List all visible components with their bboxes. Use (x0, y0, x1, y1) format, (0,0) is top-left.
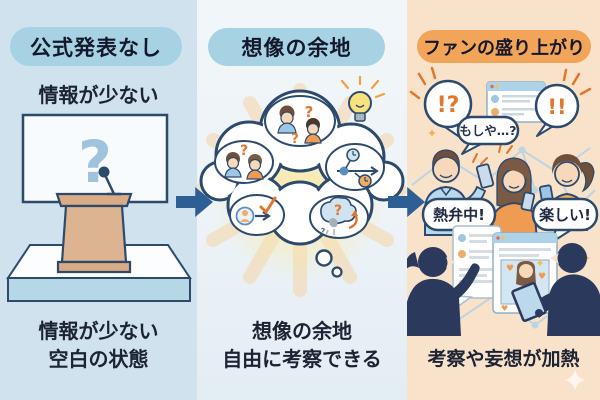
middle-caption-line2: 自由に考察できる (222, 347, 382, 372)
right-caption: 考察や妄想が加熱 (427, 348, 580, 370)
timeline-icon (337, 148, 379, 188)
question-mark: ? (321, 227, 326, 236)
svg-text:!!: !! (547, 95, 566, 119)
smartphone-icon (475, 163, 495, 189)
question-mark: ? (334, 203, 342, 219)
fan-buzz-illustration: !? !! もしや…? 熱弁中! 楽しい! (407, 66, 600, 390)
fan-silhouette-left (407, 247, 480, 336)
podium (55, 192, 133, 274)
excited-bubble: !! (534, 83, 580, 137)
left-caption-line1: 情報が少ない (38, 319, 159, 343)
sparkle-icon (536, 259, 544, 267)
microphone-icon (98, 166, 121, 196)
lightbulb-icon (340, 75, 386, 122)
person-progress-bubble (229, 194, 285, 236)
left-caption: 情報が少ない 空白の状態 (0, 317, 197, 374)
emphasis-strokes (409, 66, 592, 165)
fan-silhouette-right (511, 243, 600, 336)
left-caption-line2: 空白の状態 (48, 347, 149, 372)
heart-icon: ♥ (538, 272, 546, 282)
svg-text:熱弁中!: 熱弁中! (433, 206, 485, 224)
svg-text:もしや…?: もしや…? (459, 123, 516, 138)
heart-icon: ♥ (501, 304, 508, 313)
badge-no-official-announcement: 公式発表なし (10, 27, 182, 66)
imagination-cloud-illustration: ? ? ? (197, 75, 407, 297)
maybe-bubble: もしや…? (456, 115, 520, 155)
middle-caption: 想像の余地 自由に考察できる (197, 317, 407, 374)
left-subtitle: 情報が少ない (38, 83, 159, 107)
question-mark: ? (305, 103, 314, 121)
smartphone-icon (520, 191, 536, 212)
fun-bubble: 楽しい! (531, 197, 599, 245)
browser-window-icon (486, 81, 546, 123)
fans-wondering-bubble: ? ? (264, 95, 336, 147)
heart-icon: ♥ (506, 264, 514, 274)
checkmark-icon (259, 196, 277, 215)
question-mark: ? (291, 132, 299, 147)
watermark-sparkle-icon (565, 370, 585, 390)
puzzled-brain-bubble: ? ? (309, 195, 369, 239)
cloud-trail-bubble (331, 266, 343, 278)
cloud-trail-bubble (315, 249, 333, 267)
blank-board: ? (21, 113, 169, 204)
svg-text:!?: !? (437, 93, 460, 118)
badge-room-for-imagination: 想像の余地 (208, 28, 385, 66)
timeline-bubble (325, 143, 385, 191)
surprise-bubble: !? (423, 79, 473, 141)
svg-text:楽しい!: 楽しい! (539, 206, 591, 224)
panel-room-for-imagination: 想像の余地 (197, 0, 407, 400)
middle-caption-line1: 想像の余地 (252, 319, 352, 343)
question-mark: ? (240, 143, 248, 159)
panel-no-announcement: 公式発表なし 情報が少ない ? (0, 0, 197, 400)
panel-fan-excitement: ファンの盛り上がり (407, 0, 600, 400)
badge-fan-excitement: ファンの盛り上がり (417, 30, 591, 63)
empty-stage-illustration: ? (6, 113, 192, 302)
talking-bubble: 熱弁中! (421, 197, 497, 245)
person-arrow-icon (235, 206, 271, 226)
couple-wondering-bubble: ? (214, 140, 274, 184)
board-question-mark: ? (78, 128, 112, 196)
